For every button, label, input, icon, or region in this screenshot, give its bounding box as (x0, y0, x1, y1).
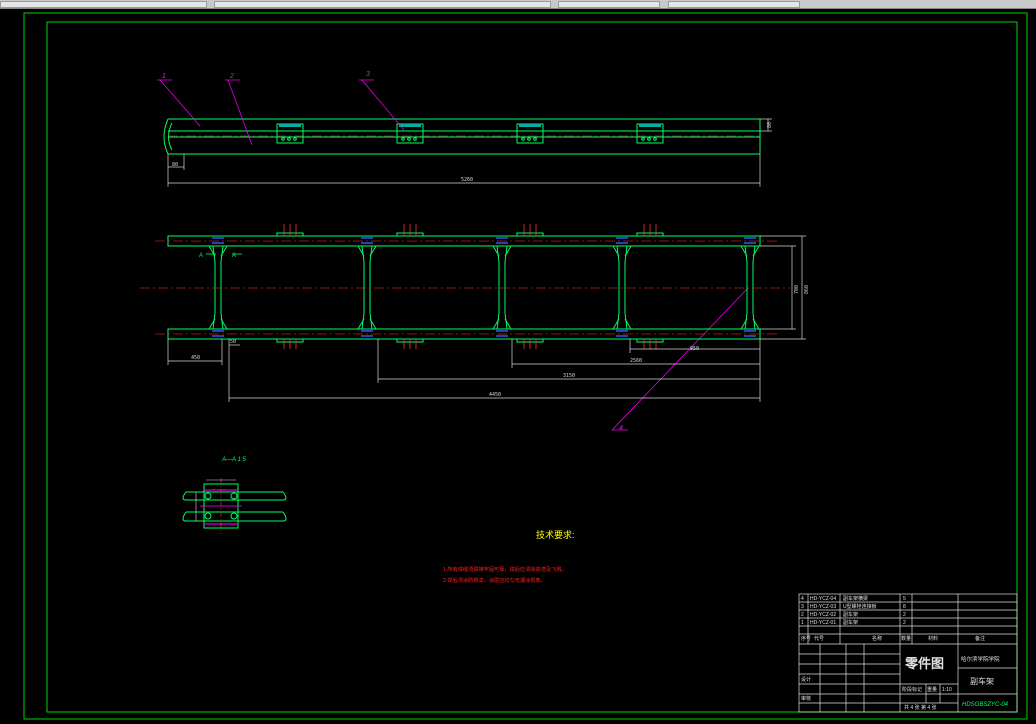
app-toolbar-strip (0, 0, 1036, 9)
sheet-info: 共 4 张 第 4 张 (904, 704, 937, 711)
bolt-hole (533, 137, 537, 141)
elevation-view (163, 118, 761, 155)
parts-row-name: 副车架 (843, 611, 858, 618)
section-label-right: A (232, 253, 236, 259)
balloon-2[interactable]: 2 (229, 73, 234, 80)
cad-drawing-canvas[interactable]: 5260 80 80 1 2 3 4 (0, 9, 1036, 724)
parts-row-no: 1 (801, 620, 804, 626)
bracket-top-fill (279, 124, 301, 127)
bolt-hole (407, 137, 411, 141)
bolt-hole (287, 137, 291, 141)
dim-950: 950 (690, 346, 699, 352)
toolbar-segment (214, 1, 551, 8)
bolt-hole (281, 137, 285, 141)
drawing-frame (46, 21, 1018, 713)
bolt-hole (641, 137, 645, 141)
u-bolt-marks (283, 224, 657, 349)
parts-row-code: HD-YCZ-04 (810, 596, 836, 602)
gusset (740, 245, 760, 330)
section-dims (195, 479, 236, 521)
balloon-4[interactable]: 4 (619, 425, 623, 432)
parts-row-code: HD-YCZ-01 (810, 620, 836, 626)
outer-border (23, 12, 1028, 720)
dim-top-left: 80 (172, 162, 178, 168)
crossmember (496, 245, 508, 330)
hdr-remark: 备注 (975, 635, 985, 642)
parts-row-qty: 2 (903, 612, 906, 618)
bolt-marks (212, 237, 756, 337)
dim-plan-inner: 700 (794, 285, 800, 294)
balloon-1[interactable]: 1 (162, 73, 166, 80)
toolbar-segment (0, 1, 207, 8)
crossmember (361, 245, 373, 330)
gusset (492, 245, 512, 330)
parts-row-name: 副车架 (843, 619, 858, 626)
dim-50: 50 (230, 339, 236, 345)
toolbar-segment (558, 1, 660, 8)
hdr-qty: 数量 (901, 635, 911, 642)
bolt-hole (293, 137, 297, 141)
dim-top-length: 5260 (461, 177, 473, 183)
bracket-top-fill (519, 124, 541, 127)
balloon-3[interactable]: 3 (366, 71, 370, 78)
section-label-left: A (199, 253, 203, 259)
gusset (208, 245, 228, 330)
hdr-code: 代号 (814, 635, 824, 642)
drawing-type: 零件图 (904, 656, 944, 671)
parts-row-name: U型螺栓连接板 (843, 603, 877, 610)
design-label: 设计 (801, 676, 811, 683)
check-label: 审核 (801, 695, 811, 702)
dim-plan-outer: 860 (804, 285, 810, 294)
dim-4450: 4450 (489, 392, 501, 398)
drawing-number: HDSGBSZYC-04 (962, 702, 1009, 708)
notes-line-1: 1.所有焊缝须焊接牢固可靠，焊后应清除焊渣及飞溅。 (443, 565, 567, 573)
crossmember (744, 245, 756, 330)
stage-label: 阶段标记 (902, 686, 922, 693)
section-detail (182, 478, 287, 534)
part-name: 副车架 (970, 676, 994, 686)
parts-row-qty: 2 (903, 620, 906, 626)
gusset (612, 245, 632, 330)
weight-label: 重量 (927, 686, 937, 693)
hdr-name: 名称 (872, 635, 882, 642)
parts-row-qty: 5 (903, 596, 906, 602)
bolt-hole (401, 137, 405, 141)
parts-row-no: 3 (801, 604, 804, 610)
bolt-hole (647, 137, 651, 141)
parts-row-no: 2 (801, 612, 804, 618)
plan-dims (167, 235, 806, 402)
school-name: 哈尔滨学院学院 (961, 655, 1000, 663)
bolt-hole (521, 137, 525, 141)
title-block (798, 593, 1018, 713)
plan-view (167, 232, 761, 343)
elevation-dims (167, 118, 772, 187)
plan-centerlines (140, 240, 790, 335)
notes-line-2: 2.焊后须涂防锈漆，涂层应均匀无漏涂现象。 (443, 576, 546, 584)
bracket-top-fill (639, 124, 661, 127)
hdr-no: 序号 (801, 635, 811, 642)
dim-top-height: 80 (767, 122, 773, 128)
dim-450: 450 (191, 355, 200, 361)
section-title: A—A 1:5 (221, 457, 246, 463)
scale-value: 1:10 (942, 687, 952, 693)
bolt-hole (527, 137, 531, 141)
parts-row-qty: 8 (903, 604, 906, 610)
crossmember (616, 245, 628, 330)
bolt-hole (413, 137, 417, 141)
parts-row-code: HD-YCZ-03 (810, 604, 836, 610)
gusset (357, 245, 377, 330)
crossmember (212, 245, 224, 330)
hdr-material: 材料 (928, 635, 938, 642)
parts-row-name: 副车架横梁 (843, 595, 868, 602)
leader-lines (157, 79, 749, 431)
parts-row-code: HD-YCZ-02 (810, 612, 836, 618)
bolt-hole (653, 137, 657, 141)
parts-row-no: 4 (801, 596, 804, 602)
dim-2560: 2560 (630, 358, 642, 364)
notes-heading: 技术要求: (536, 529, 575, 540)
bracket-top-fill (399, 124, 421, 127)
toolbar-segment (668, 1, 800, 8)
dim-3150: 3150 (563, 373, 575, 379)
